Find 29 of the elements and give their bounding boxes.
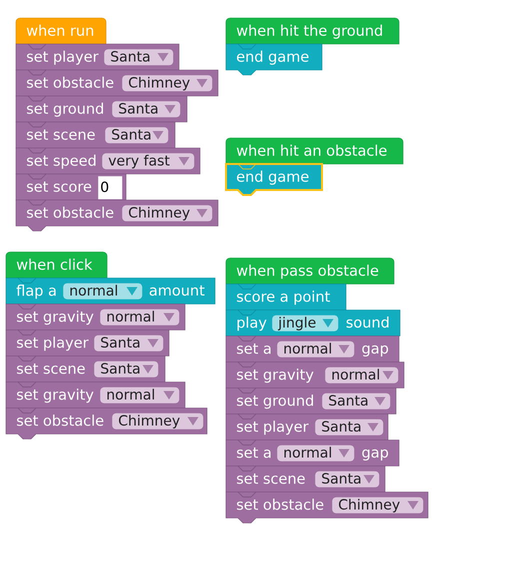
- dropdown-field: Chimney: [122, 75, 212, 92]
- dropdown-field: normal: [63, 283, 142, 300]
- dropdown-field: normal: [325, 367, 398, 384]
- number-field: 0: [98, 176, 122, 200]
- event-block: when hit the ground: [226, 18, 400, 44]
- event-block: when hit an obstacle: [226, 138, 404, 164]
- dropdown-field: very fast: [102, 153, 194, 170]
- dropdown-field: Santa: [322, 393, 390, 410]
- dropdown-field: Chimney: [122, 205, 212, 222]
- dropdown-field: Santa: [94, 335, 164, 352]
- dropdown-field: Chimney: [112, 413, 204, 430]
- dropdown-field: Santa: [315, 471, 380, 488]
- event-block: when click: [6, 252, 108, 278]
- command-block: score a point: [226, 284, 346, 310]
- dropdown-field: normal: [277, 341, 354, 358]
- dropdown-field: Santa: [104, 49, 174, 66]
- dropdown-field: normal: [100, 309, 180, 326]
- dropdown-field: normal: [277, 445, 354, 462]
- dropdown-field: jingle: [272, 315, 338, 332]
- dropdown-field: Santa: [94, 361, 158, 378]
- dropdown-field: Santa: [112, 101, 180, 118]
- dropdown-field: normal: [100, 387, 180, 404]
- dropdown-field: Chimney: [332, 497, 424, 514]
- event-block: when run: [16, 18, 106, 44]
- command-block: end game: [225, 163, 323, 196]
- command-block: end game: [226, 44, 322, 76]
- dropdown-field: Santa: [315, 419, 384, 436]
- dropdown-field: Santa: [105, 127, 168, 144]
- event-block: when pass obstacle: [226, 258, 394, 284]
